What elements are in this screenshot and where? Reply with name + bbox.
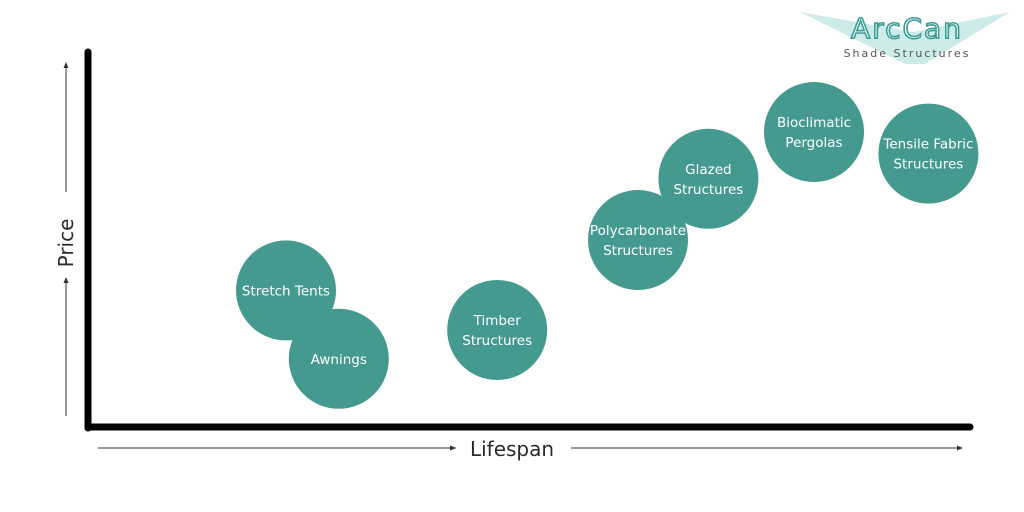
bubble-label-awnings: Awnings bbox=[311, 352, 367, 368]
logo-accent-shape bbox=[800, 12, 1010, 64]
bubble-timber-structures bbox=[447, 280, 548, 380]
bubble-label-stretch-tents: Stretch Tents bbox=[242, 283, 330, 299]
arccan-logo: ArcCan Shade Structures bbox=[800, 11, 1010, 64]
bubble-polycarbonate-structures bbox=[588, 190, 688, 290]
logo-name: ArcCan bbox=[851, 12, 963, 45]
bubble-tensile-fabric-structures bbox=[878, 103, 979, 204]
y-arrow-upper-head bbox=[63, 62, 69, 68]
bubble-awnings bbox=[288, 308, 389, 409]
x-axis-label: Lifespan bbox=[470, 437, 554, 461]
x-arrow-left-head bbox=[450, 445, 456, 451]
x-arrow-right-head bbox=[957, 445, 963, 451]
bubble-bioclimatic-pergolas bbox=[764, 82, 864, 182]
bubble-glazed-structures bbox=[658, 128, 759, 229]
bubble-stretch-tents bbox=[236, 240, 336, 341]
logo-tagline: Shade Structures bbox=[844, 47, 971, 60]
y-axis-label: Price bbox=[54, 219, 78, 268]
y-arrow-lower-head bbox=[63, 277, 69, 283]
